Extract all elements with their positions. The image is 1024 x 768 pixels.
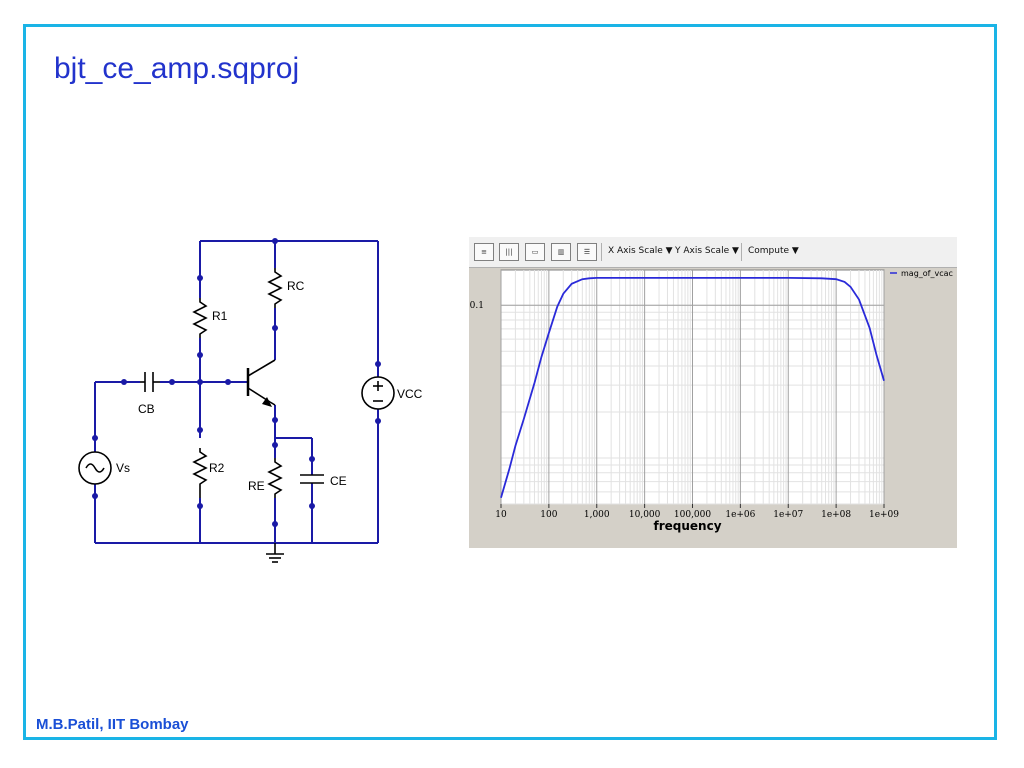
ac-source-vs — [78, 451, 112, 485]
circuit-wires — [94, 240, 379, 544]
x-tick-label: 10,000 — [629, 510, 661, 520]
y-axis-scale-menu[interactable]: Y Axis Scale ▼ — [675, 246, 739, 256]
circuit-nodes — [92, 238, 381, 527]
capacitor-cb — [140, 372, 160, 392]
x-tick-label: 10 — [495, 510, 507, 520]
label-rc: RC — [287, 279, 305, 293]
label-re: RE — [248, 479, 265, 493]
label-r1: R1 — [212, 309, 228, 323]
label-vs: Vs — [116, 461, 130, 475]
x-axis-label: frequency — [653, 519, 721, 533]
x-tick-label: 1e+06 — [725, 510, 755, 520]
slide-footer: M.B.Patil, IIT Bombay — [36, 716, 189, 733]
capacitor-ce — [300, 474, 324, 484]
x-tick-label: 1e+07 — [773, 510, 803, 520]
toolbar-separator — [741, 243, 742, 261]
list-view-icon[interactable]: ≡ — [474, 243, 494, 261]
plot-window: ≡ ||| ▭ ▥ ☰ X Axis Scale ▼ Y Axis Scale … — [469, 237, 957, 548]
x-tick-label: 100,000 — [674, 510, 711, 520]
slide-frame — [23, 24, 997, 740]
circuit-schematic: R1 R2 RC RE CB CE Vs VCC — [78, 238, 423, 563]
frequency-response-plot: 10 100 1,000 10,000 100,000 1e+06 1e+07 1e+08 1e… — [470, 269, 953, 533]
x-tick-label: 100 — [540, 510, 557, 520]
legend-label: mag_of_vcac — [901, 269, 953, 278]
x-axis-scale-menu[interactable]: X Axis Scale ▼ — [608, 246, 673, 256]
x-tick-label: 1,000 — [584, 510, 610, 520]
label-r2: R2 — [209, 461, 225, 475]
x-tick-label: 1e+09 — [869, 510, 899, 520]
y-tick-label: 0.1 — [470, 301, 484, 311]
label-cb: CB — [138, 402, 155, 416]
bjt-transistor — [246, 359, 276, 406]
label-view-icon[interactable]: ▭ — [525, 243, 545, 261]
series-line-mag_of_vcac — [500, 276, 885, 498]
grid-view-icon[interactable]: ||| — [499, 243, 519, 261]
dc-source-vcc — [361, 376, 395, 410]
resistor-r2 — [192, 448, 208, 498]
x-tick-label: 1e+08 — [821, 510, 851, 520]
resistor-r1 — [192, 298, 208, 338]
plot-toolbar: ≡ ||| ▭ ▥ ☰ X Axis Scale ▼ Y Axis Scale … — [469, 237, 957, 268]
label-vcc: VCC — [397, 387, 423, 401]
legend-icon[interactable]: ☰ — [577, 243, 597, 261]
emitter-arrow-icon — [262, 397, 272, 407]
ground-icon — [266, 543, 284, 563]
slide-title: bjt_ce_amp.sqproj — [54, 52, 300, 85]
bar-label-icon[interactable]: ▥ — [551, 243, 571, 261]
resistor-re — [267, 458, 283, 498]
toolbar-separator — [601, 243, 602, 261]
compute-menu[interactable]: Compute ▼ — [748, 246, 799, 256]
label-ce: CE — [330, 474, 347, 488]
resistor-rc — [267, 268, 283, 308]
